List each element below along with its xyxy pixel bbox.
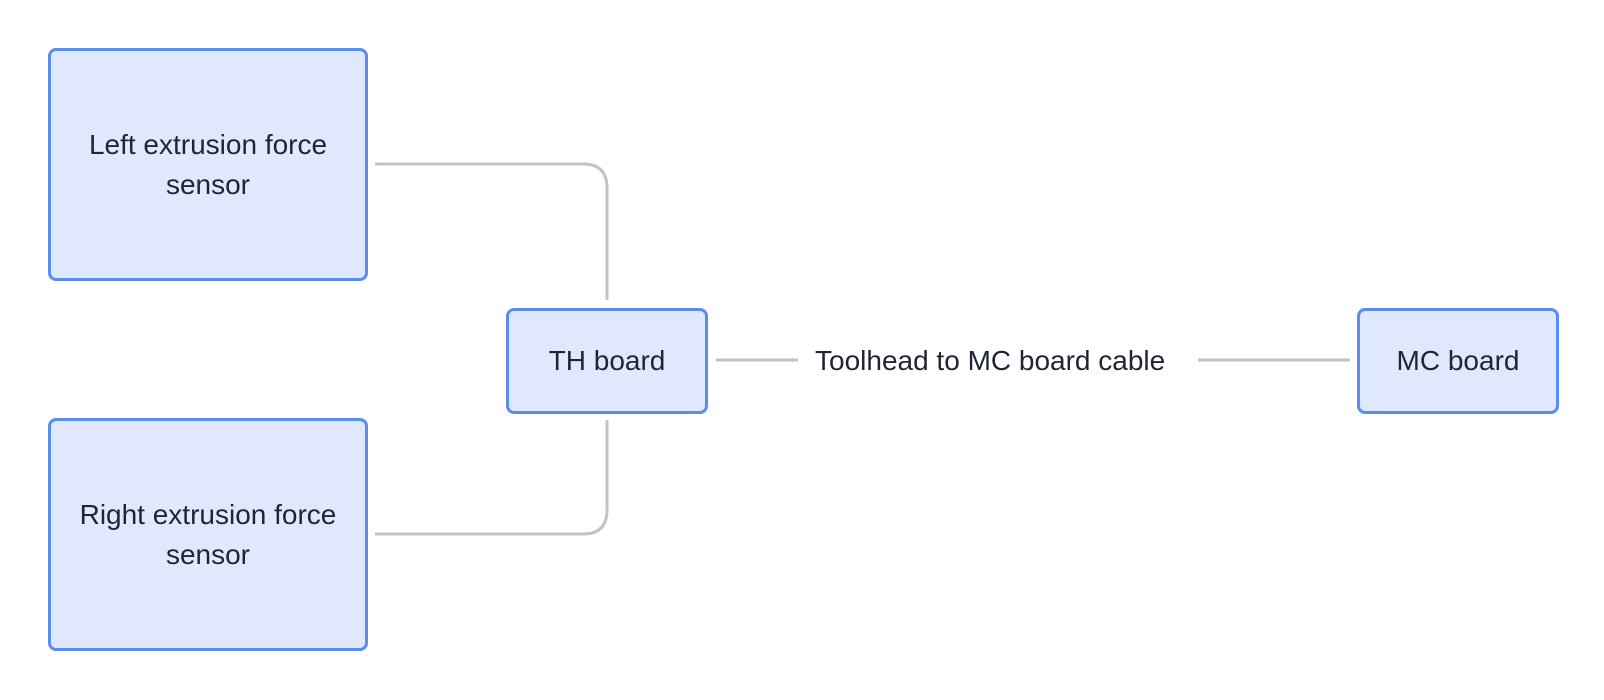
node-mc-board: MC board — [1357, 308, 1559, 414]
node-mc-board-label: MC board — [1396, 345, 1520, 376]
node-left-extrusion-force-sensor: Left extrusion force sensor — [48, 48, 368, 281]
node-right-extrusion-force-sensor: Right extrusion force sensor — [48, 418, 368, 651]
node-th-board: TH board — [506, 308, 708, 414]
edge-right-sensor-to-th-board — [375, 420, 609, 536]
edge-left-sensor-to-th-board — [375, 162, 609, 300]
edge-label-toolhead-to-mc-board-cable: Toolhead to MC board cable — [815, 345, 1166, 376]
node-left-extrusion-force-sensor-label: Left extrusion force sensor — [88, 128, 328, 200]
node-right-extrusion-force-sensor-label: Right extrusion force sensor — [79, 498, 337, 570]
node-th-board-label: TH board — [548, 345, 666, 376]
